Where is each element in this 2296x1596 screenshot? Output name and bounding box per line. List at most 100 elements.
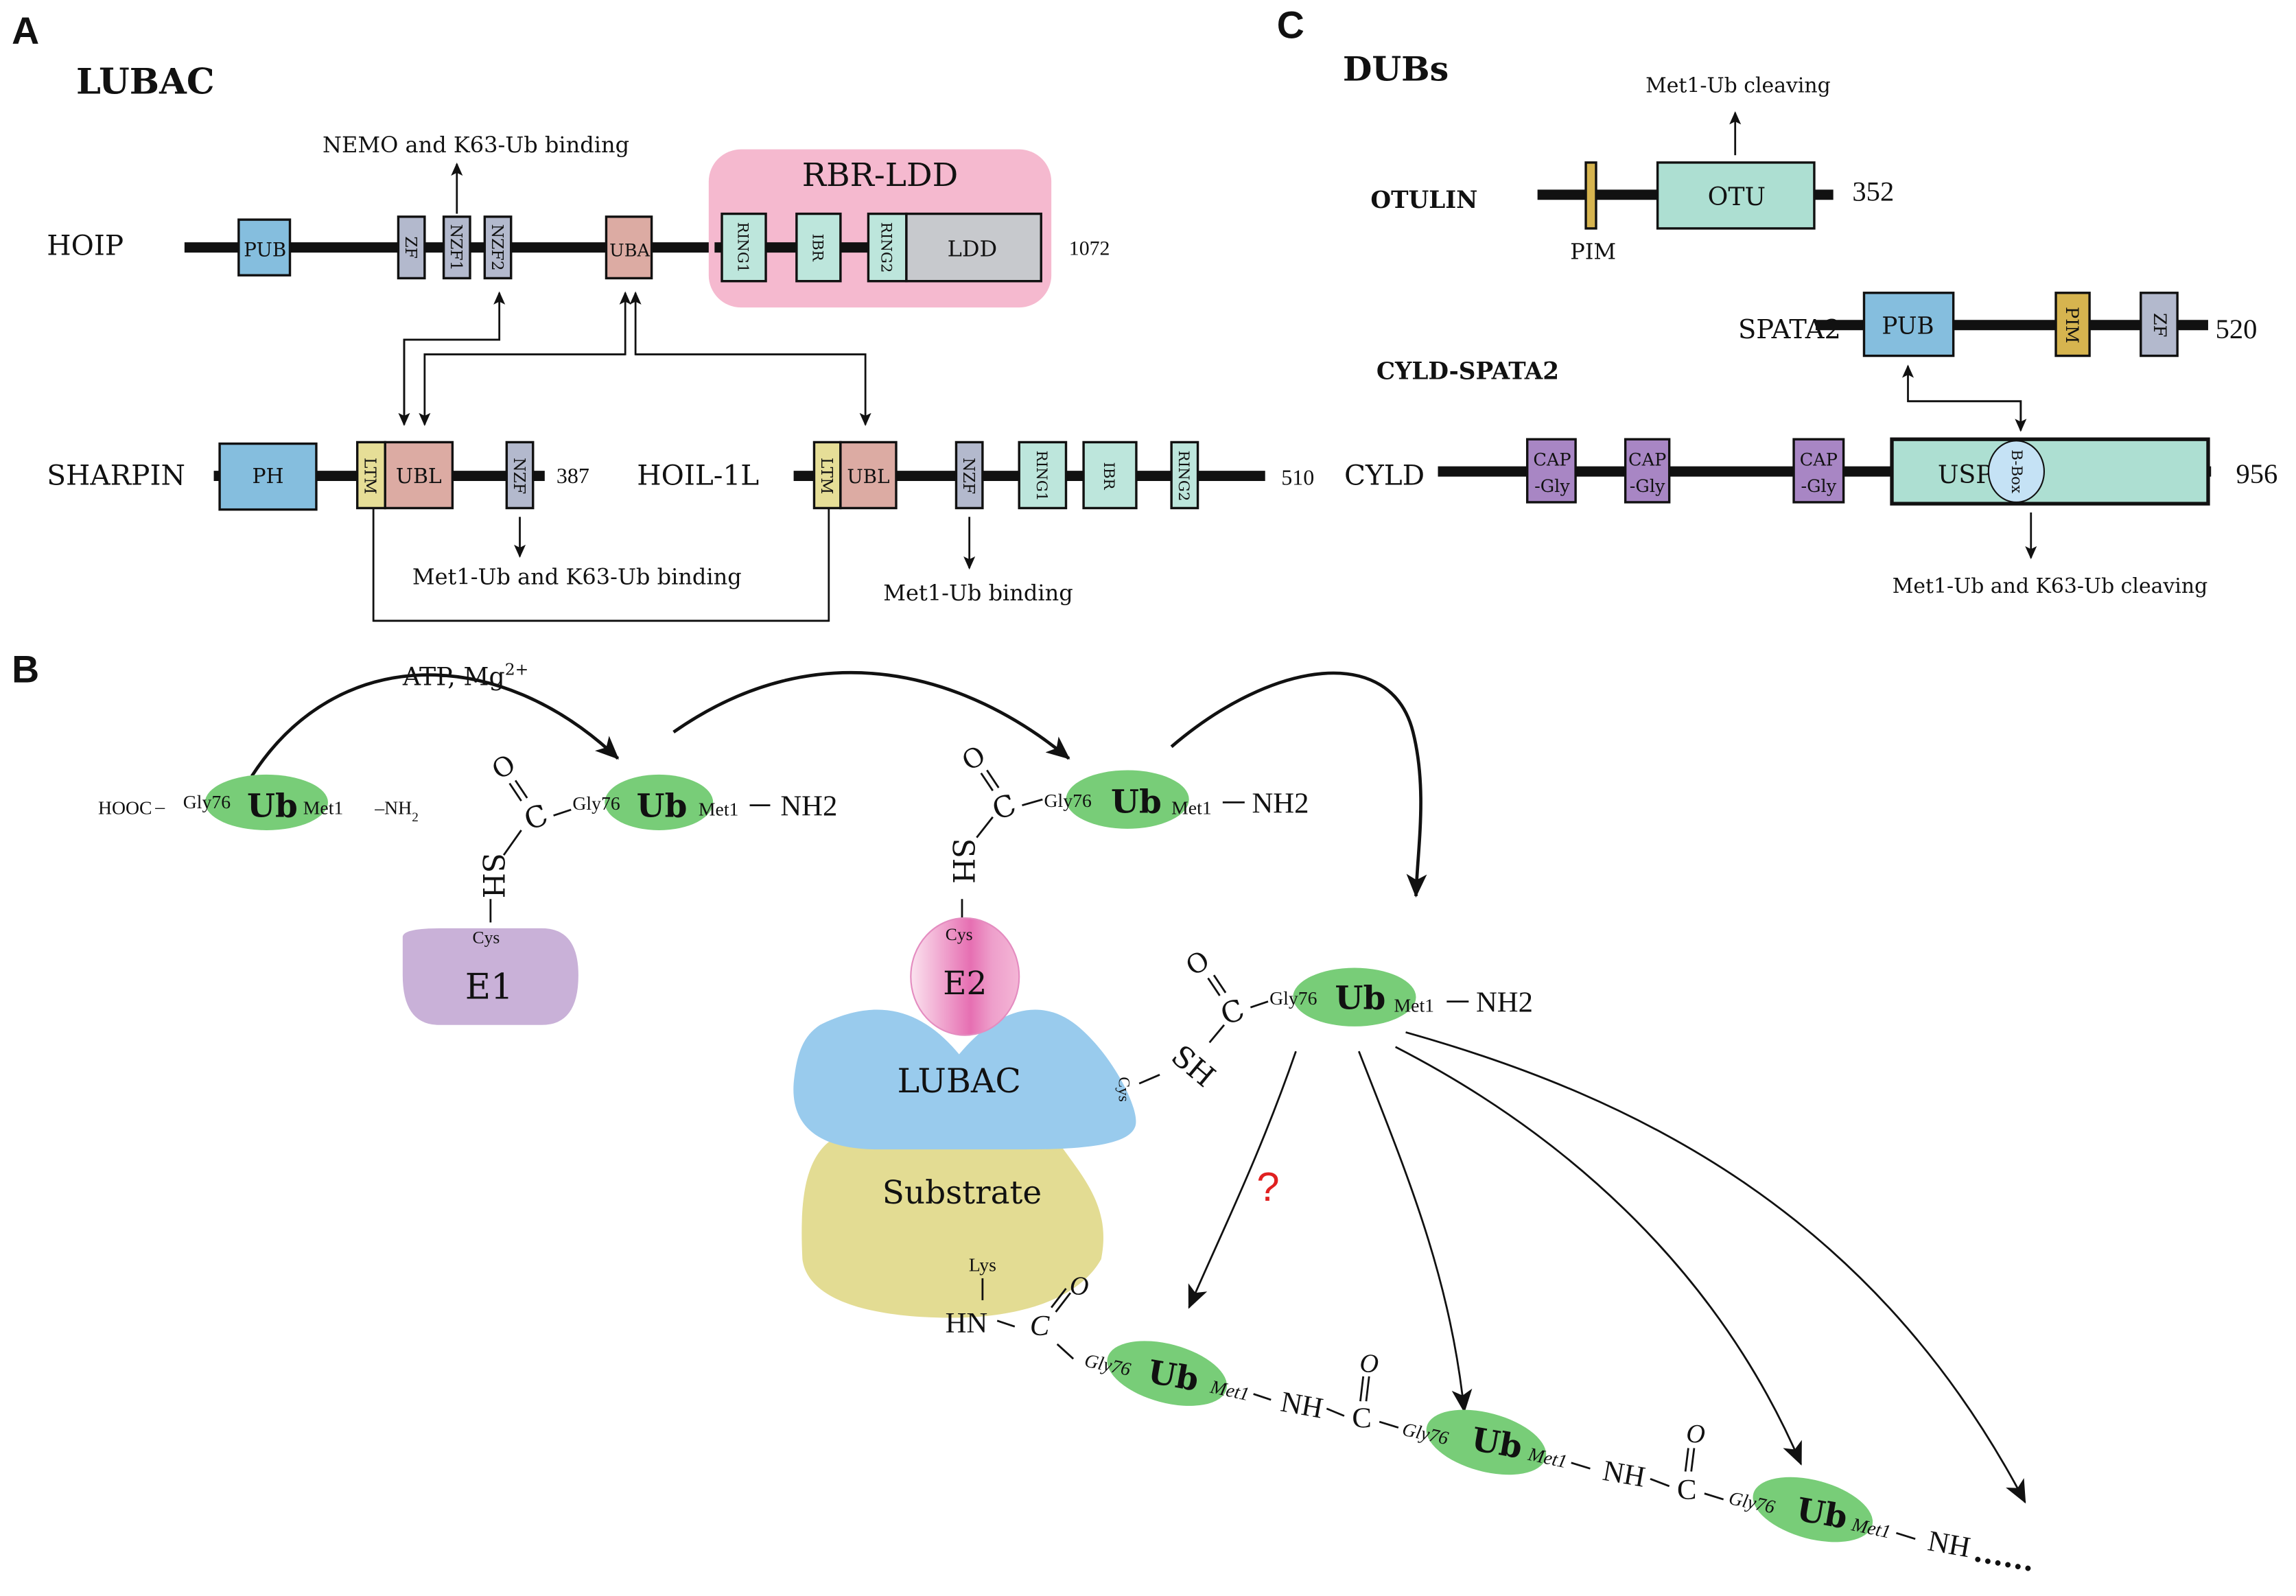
domain-label: RING1 [734,222,751,273]
lubac-label: LUBAC [898,1061,1021,1101]
bond [1326,1407,1345,1417]
ub-label: Ub [1145,1353,1202,1399]
ub-ellipse [1293,967,1416,1026]
domain-box [1792,438,1845,504]
nh2-label: NH2 [1252,787,1309,819]
bond-dash: – [154,796,165,817]
ub-label: Ub [637,788,688,825]
o-label: O [1686,1420,1705,1448]
lys-label: Lys [969,1254,996,1276]
lubac-ub-thioester: SH C O Gly76 Ub Met1 NH2 [1138,945,1533,1094]
lubac-title: LUBAC [76,62,215,103]
domain-label: -Gly [1630,476,1665,497]
ub-ellipse [1066,770,1189,829]
c-label: C [1677,1474,1696,1506]
protein-name: HOIP [47,228,124,261]
ub-ellipse [1426,1409,1547,1475]
domain-label: RING1 [1033,451,1050,502]
c-label: C [1216,992,1249,1032]
domain-nzf1 [442,215,471,280]
annotation-label: NEMO and K63-Ub binding [323,132,629,158]
arrow [403,291,506,425]
complex-label: CYLD-SPATA2 [1377,358,1559,386]
domain-label: IBR [808,234,825,262]
domain-ltm [355,441,386,510]
bond [1704,1492,1724,1501]
domain-pub [237,218,292,277]
protein-length: 956 [2236,458,2278,489]
panel-c: C DUBs OTULIN PIM OTU 352 Met1-Ub cleavi… [1277,3,2278,598]
bond [1213,974,1227,994]
domain-label: IBR [1100,462,1117,490]
protein-cyld: CYLD CAP -Gly CAP -Gly CAP -Gly USP B-Bo… [1344,437,2278,598]
ub-ellipse [204,774,328,830]
bond [1055,1292,1072,1313]
nh-label: NH [1278,1386,1326,1425]
ub-ellipse [1107,1341,1228,1406]
domain-capgly-3: CAP -Gly [1792,438,1845,504]
transfer-arrows: ? [1188,1031,2026,1504]
domain-label: RING2 [1175,451,1192,502]
domain-ring1 [721,212,767,283]
chain-continuation: ...... [1971,1534,2037,1579]
domain-label: USP [1938,460,1993,489]
ub-ellipse [605,774,714,830]
domain-label: CAP [1628,450,1666,471]
domain-pim [2054,292,2091,357]
domain-label: LTM [817,458,836,494]
domain-zf [397,215,426,280]
bond [553,808,572,817]
bond [1896,1532,1916,1540]
met1-label: Met1 [303,797,344,819]
hooc-label: HOOC [98,797,152,819]
c-label: C [1352,1403,1371,1435]
domain-label: PIM [2061,307,2082,344]
met1-label: Met1 [1171,797,1212,819]
protein-name: OTULIN [1370,187,1477,214]
domain-label: PUB [1882,313,1934,340]
arrow [373,489,835,622]
protein-length: 510 [1281,465,1314,489]
region-label: RBR-LDD [802,156,958,194]
bond [1571,1462,1591,1470]
domain-ldd [905,212,1042,283]
o-label: O [1359,1350,1379,1378]
panel-b: B ATP, Mg2+ HOOC – Gly76 Ub Met1 –NH2 E1… [12,648,2037,1579]
arrow [635,353,871,426]
domain-ubl [839,441,898,510]
sh-label: SH [946,838,980,884]
bond [514,779,528,799]
domain-label: ZF [401,236,421,259]
gly76-label: Gly76 [1269,988,1317,1009]
nh2-label: NH2 [1476,987,1533,1019]
gly76-label: Gly76 [183,792,231,813]
interaction-arrow [1901,364,2022,431]
domain-label: PH [252,465,283,489]
domain-label: CAP [1533,450,1571,471]
domain-label: CAP [1800,450,1838,471]
arrow-activation [250,673,620,777]
cys-label: Cys [473,927,500,947]
nh-label: NH [1925,1525,1973,1564]
domain-ubl [384,441,454,510]
domain-label: -Gly [1801,476,1836,497]
bond [1208,1024,1226,1044]
domain-label: PUB [244,238,286,261]
arrow-transfer [1170,671,1427,898]
domain-b-box [1987,440,2046,504]
interaction-arrow [1908,400,2027,432]
e2-blob [910,917,1020,1036]
domain-nzf [954,441,984,510]
domain-label: NZF [959,458,979,494]
bond [1250,1000,1269,1009]
arrow-to-ub2 [1357,1051,1473,1413]
bond [1051,1288,1067,1309]
bond [1379,1420,1399,1429]
o-label: O [957,740,991,777]
domain-label: RING2 [878,222,895,273]
question-mark: ? [1256,1164,1279,1210]
arrow-to-ub3 [1394,1046,1803,1466]
domain-box [1624,438,1671,504]
bond [1253,1393,1272,1401]
arrow [424,291,631,355]
